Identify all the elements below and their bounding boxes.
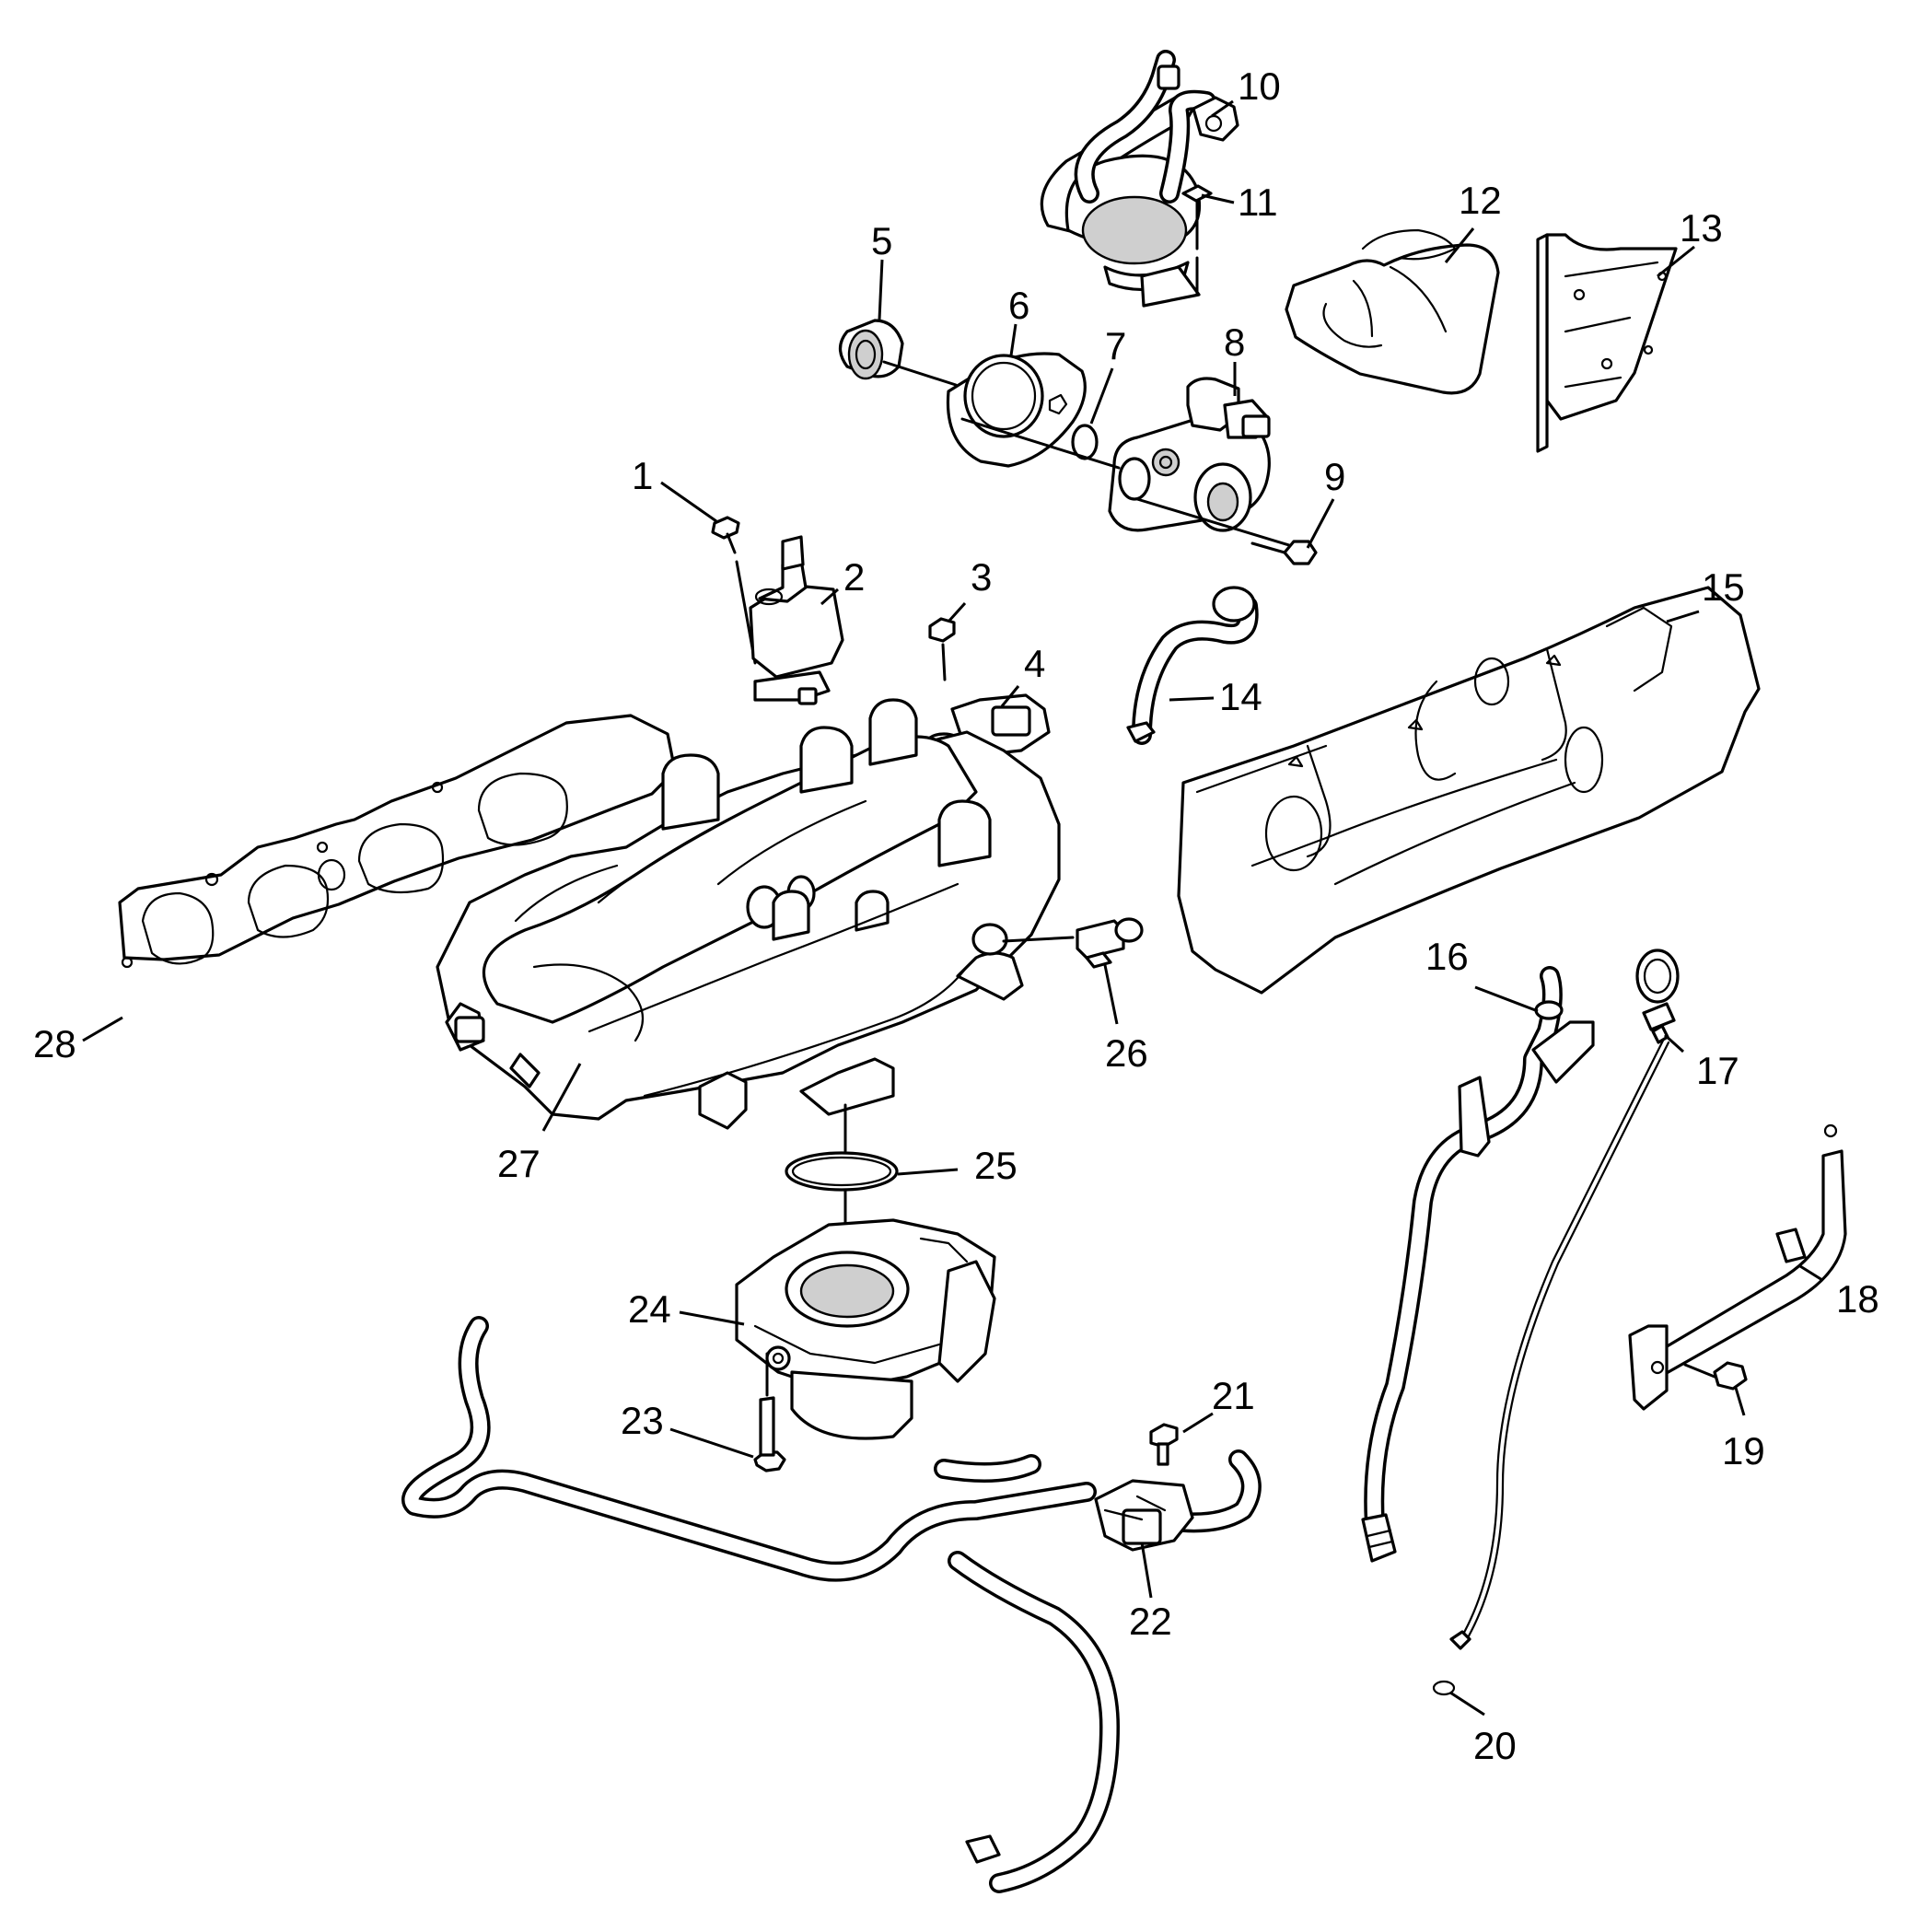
part-12-heat-shield [1285, 228, 1500, 395]
part-26-sensor [1002, 917, 1144, 969]
part-5-collar [838, 319, 904, 380]
part-14-vacuum-hose [1126, 586, 1259, 745]
callout-11: 11 [1238, 180, 1278, 224]
callout-13: 13 [1680, 206, 1723, 250]
part-10-11-hose-assembly [1040, 50, 1239, 308]
callout-17: 17 [1696, 1049, 1739, 1092]
callout-19: 19 [1722, 1429, 1765, 1472]
callout-23: 23 [621, 1399, 664, 1442]
part-16-dipstick-tube [1361, 966, 1595, 1563]
part-22-hose-harness [401, 1316, 1262, 1893]
callout-18: 18 [1836, 1277, 1879, 1321]
callout-24: 24 [628, 1287, 671, 1331]
part-23-bolt [753, 1352, 786, 1472]
callout-1: 1 [632, 454, 653, 497]
callout-7: 7 [1105, 324, 1126, 367]
callout-6: 6 [1008, 284, 1029, 327]
part-6-flange-gasket [946, 352, 1087, 468]
part-24-throttle-body [735, 1218, 996, 1440]
callout-labels: 1 2 3 4 5 6 7 8 9 10 11 12 13 14 15 16 1… [33, 64, 1879, 1767]
part-27-intake-manifold [436, 698, 1061, 1130]
part-1-bolt [711, 516, 757, 665]
callout-22: 22 [1129, 1600, 1172, 1643]
part-28-manifold-gasket [118, 714, 677, 969]
callout-4: 4 [1024, 642, 1045, 685]
part-25-o-ring [785, 1151, 899, 1192]
callout-9: 9 [1324, 455, 1345, 498]
part-2-solenoid [749, 535, 844, 705]
callout-12: 12 [1459, 179, 1502, 222]
callout-20: 20 [1473, 1724, 1517, 1767]
callout-26: 26 [1105, 1031, 1148, 1075]
part-18-bracket [1628, 1123, 1847, 1411]
callout-5: 5 [871, 219, 892, 262]
callout-15: 15 [1702, 565, 1745, 609]
callout-16: 16 [1425, 935, 1469, 978]
callout-8: 8 [1224, 320, 1245, 364]
callout-25: 25 [974, 1144, 1018, 1187]
part-8-sensor-body [1108, 377, 1271, 532]
callout-10: 10 [1238, 64, 1281, 108]
callout-21: 21 [1212, 1374, 1255, 1417]
callout-28: 28 [33, 1022, 76, 1065]
callout-2: 2 [843, 555, 865, 599]
part-21-bolt [1149, 1423, 1179, 1466]
leader-lines [82, 99, 1823, 1717]
part-13-bracket [1536, 233, 1678, 453]
callout-14: 14 [1219, 675, 1262, 718]
callout-27: 27 [497, 1142, 541, 1185]
part-19-bolt [1683, 1361, 1748, 1391]
part-15-engine-cover [1177, 586, 1761, 995]
callout-3: 3 [971, 555, 992, 599]
